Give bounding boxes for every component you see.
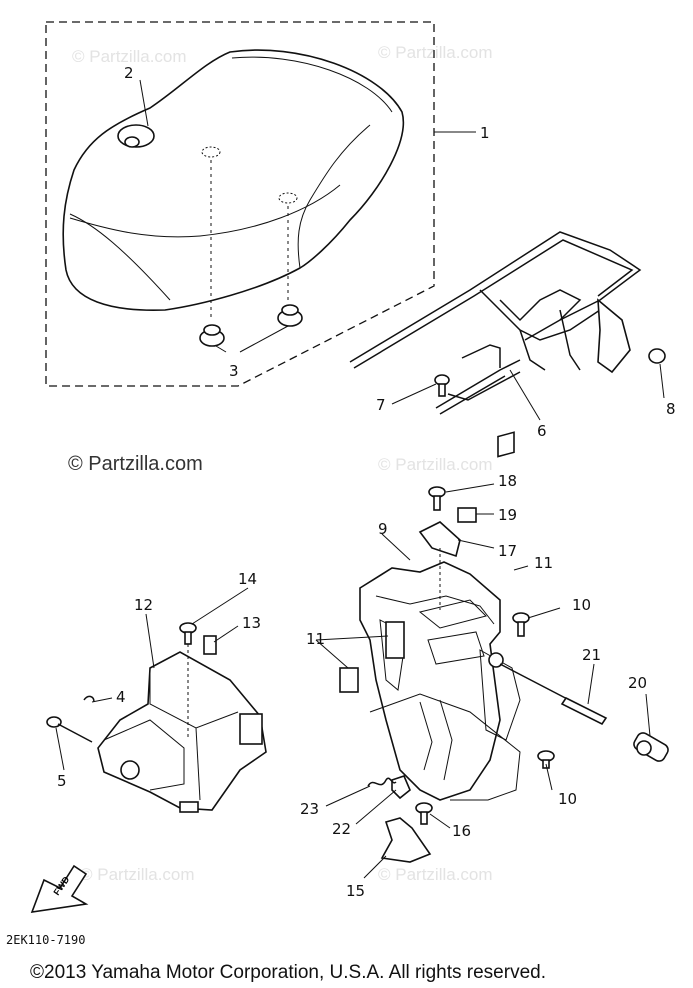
- spring-23: [367, 777, 397, 787]
- bolt-18: [428, 486, 446, 511]
- callout-7: 7: [376, 396, 386, 414]
- callout-23: 23: [300, 800, 319, 818]
- bracket-15: [380, 817, 432, 863]
- callouts: 1 2 3 4 5 6 7 8 9 10 10 11 11 12 13 14 1…: [57, 64, 676, 900]
- callout-16: 16: [452, 822, 471, 840]
- seat: [62, 49, 405, 320]
- callout-21: 21: [582, 646, 601, 664]
- leader-lines: [55, 79, 665, 879]
- seat-assembly-frame: [45, 21, 435, 387]
- hook-22: [391, 775, 411, 800]
- nut-8: [648, 348, 666, 364]
- callout-1: 1: [480, 124, 490, 142]
- callout-6: 6: [537, 422, 547, 440]
- copyright-notice: ©2013 Yamaha Motor Corporation, U.S.A. A…: [30, 962, 546, 983]
- bolt-14: [179, 622, 197, 740]
- watermarks: © Partzilla.com © Partzilla.com © Partzi…: [68, 43, 493, 884]
- pin-4: [83, 695, 95, 703]
- bolt-16: [415, 802, 433, 825]
- fwd-arrow-icon: FWD: [30, 864, 89, 913]
- diagram-code: 2EK110-7190: [6, 933, 85, 947]
- callout-13: 13: [242, 614, 261, 632]
- callout-5: 5: [57, 772, 67, 790]
- callout-17: 17: [498, 542, 517, 560]
- cable-21: [499, 663, 608, 726]
- watermark: © Partzilla.com: [72, 47, 187, 66]
- callout-14: 14: [238, 570, 257, 588]
- callout-12: 12: [134, 596, 153, 614]
- callout-4: 4: [116, 688, 126, 706]
- bracket-17: [418, 521, 461, 610]
- box-12: [97, 651, 267, 813]
- callout-3: 3: [229, 362, 239, 380]
- callout-19: 19: [498, 506, 517, 524]
- bolt-7: [434, 374, 450, 397]
- callout-18: 18: [498, 472, 517, 490]
- callout-15: 15: [346, 882, 365, 900]
- pad-11: [339, 667, 359, 693]
- rear-carrier: [349, 231, 642, 415]
- callout-9: 9: [378, 520, 388, 538]
- callout-11: 11: [534, 554, 553, 572]
- callout-20: 20: [628, 674, 647, 692]
- watermark: © Partzilla.com: [80, 865, 195, 884]
- callout-22: 22: [332, 820, 351, 838]
- bolt-10: [512, 612, 555, 769]
- pad-19: [457, 507, 477, 523]
- callout-2: 2: [124, 64, 134, 82]
- bolt-5: [46, 716, 93, 743]
- watermark: © Partzilla.com: [378, 43, 493, 62]
- seat-lock-20: [633, 732, 669, 762]
- watermark: © Partzilla.com: [68, 453, 203, 475]
- watermark: © Partzilla.com: [378, 865, 493, 884]
- callout-11b: 11: [306, 630, 325, 648]
- pad-11: [385, 621, 405, 659]
- watermark: © Partzilla.com: [378, 455, 493, 474]
- pad-13: [203, 635, 217, 655]
- pad-11: [497, 431, 515, 458]
- callout-10b: 10: [558, 790, 577, 808]
- seat-damper: [199, 304, 303, 347]
- callout-10: 10: [572, 596, 591, 614]
- callout-8: 8: [666, 400, 676, 418]
